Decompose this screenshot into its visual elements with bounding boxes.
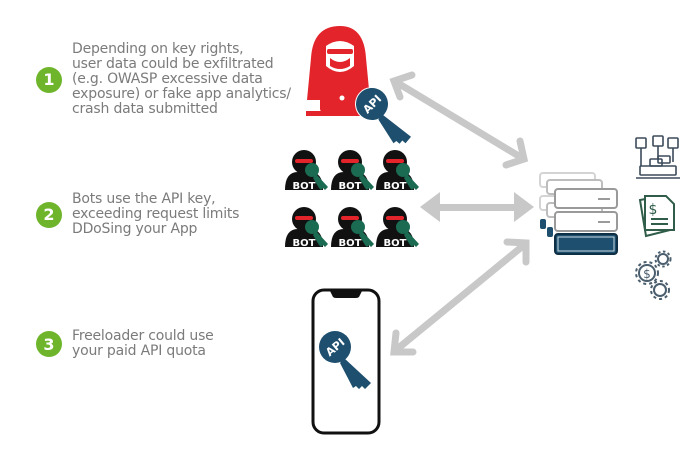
hacker-icon xyxy=(306,26,370,116)
step-3: 3 Freeloader could use your paid API quo… xyxy=(36,329,214,359)
bot-icon: BOT xyxy=(331,150,374,192)
step-2-badge: 2 xyxy=(36,201,62,228)
phone-api-key-icon: API xyxy=(319,331,371,389)
bot-icon: BOT xyxy=(285,207,328,249)
svg-text:$: $ xyxy=(649,202,658,218)
svg-text:$: $ xyxy=(643,267,651,281)
arrow-hacker-server xyxy=(389,71,529,169)
bot-icon: BOT xyxy=(376,207,419,249)
step-3-text: Freeloader could use your paid API quota xyxy=(72,328,214,359)
arrow-phone-server xyxy=(390,238,530,356)
bot-icon: BOT xyxy=(376,150,419,192)
svg-text:BOT: BOT xyxy=(339,181,362,192)
svg-text:BOT: BOT xyxy=(339,238,362,249)
step-2-text: Bots use the API key, exceeding request … xyxy=(72,191,240,237)
svg-text:BOT: BOT xyxy=(384,181,407,192)
bot-icon: BOT xyxy=(331,207,374,249)
step-1-text: Depending on key rights, user data could… xyxy=(72,41,291,117)
server-stack-icon xyxy=(539,172,618,255)
step-1-badge: 1 xyxy=(36,66,62,93)
bot-icon: BOT xyxy=(285,150,328,192)
arrow-bots-server xyxy=(420,192,534,222)
step-3-badge: 3 xyxy=(36,331,62,357)
step-2: 2 Bots use the API key, exceeding reques… xyxy=(36,192,239,237)
svg-text:BOT: BOT xyxy=(293,181,316,192)
svg-text:BOT: BOT xyxy=(384,238,407,249)
hacker-api-key-icon: API xyxy=(354,84,412,148)
social-media-icon xyxy=(635,135,680,179)
bot-group: BOT BOT BOT BOT BOT BOT xyxy=(285,150,419,249)
money-gears-icon: $ xyxy=(635,250,672,300)
svg-text:BOT: BOT xyxy=(293,238,316,249)
step-1: 1 Depending on key rights, user data cou… xyxy=(36,42,291,117)
invoice-icon: $ xyxy=(638,194,675,238)
